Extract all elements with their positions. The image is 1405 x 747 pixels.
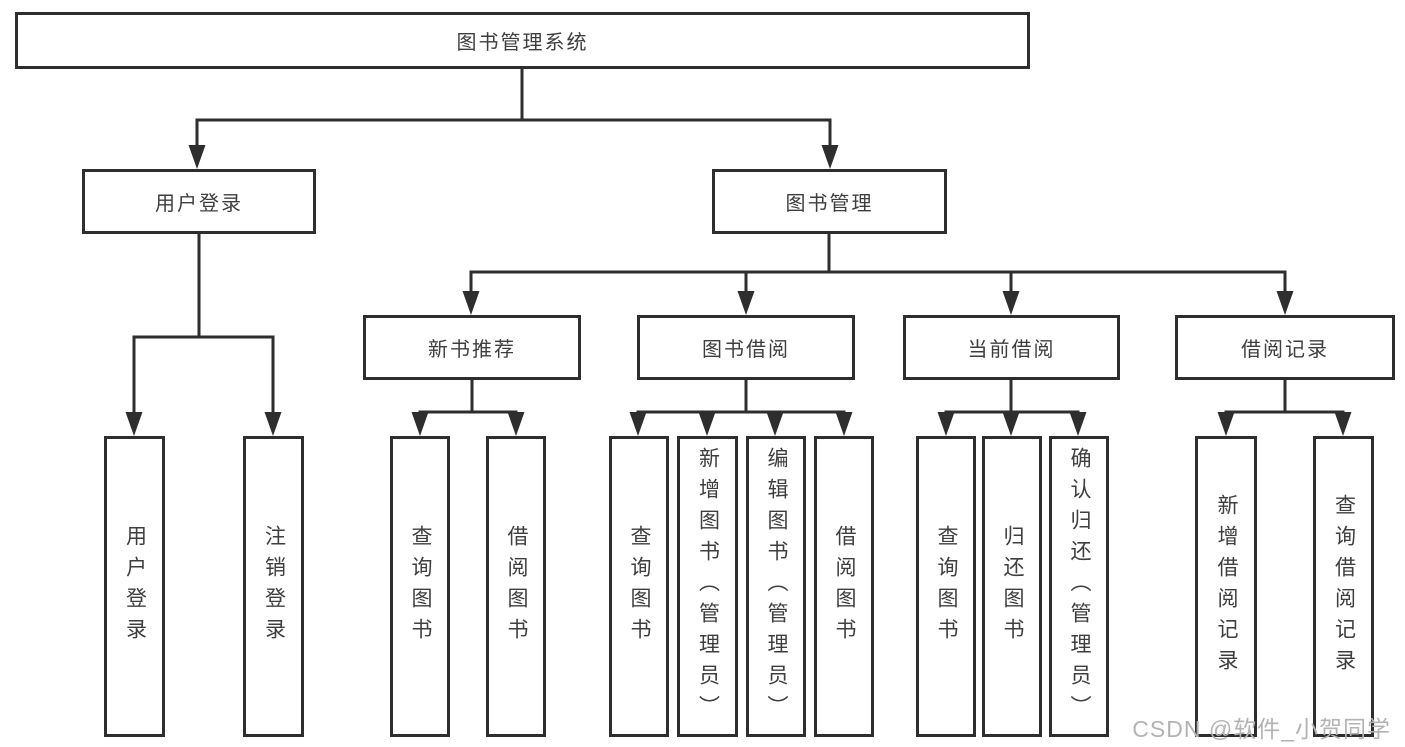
leaf-current-confirm-return-admin: 确认归还（管理员） — [1049, 436, 1109, 737]
leaf-label: 新增借阅记录 — [1215, 493, 1239, 680]
arrowhead-icon — [835, 412, 853, 436]
leaf-label: 新增图书（管理员） — [696, 447, 720, 726]
leaf-label: 编辑图书（管理员） — [765, 447, 789, 726]
leaf-recommend-borrow-book: 借阅图书 — [486, 436, 546, 737]
arrowhead-icon — [1334, 412, 1352, 436]
arrowhead-icon — [411, 412, 429, 436]
node-book-borrowing: 图书借阅 — [637, 315, 855, 380]
arrowhead-icon — [1217, 412, 1235, 436]
leaf-logout: 注销登录 — [243, 436, 304, 737]
arrowhead-icon — [937, 412, 955, 436]
leaf-borrow-query-book: 查询图书 — [609, 436, 669, 737]
leaf-recommend-query-book: 查询图书 — [390, 436, 450, 737]
node-label: 当前借阅 — [967, 339, 1056, 361]
arrowhead-icon — [766, 412, 784, 436]
node-label: 图书管理 — [785, 193, 874, 215]
node-new-book-recommendation: 新书推荐 — [363, 315, 581, 380]
leaf-label: 确认归还（管理员） — [1068, 447, 1092, 726]
arrowhead-icon — [125, 412, 143, 436]
leaf-borrow-borrow-book: 借阅图书 — [814, 436, 874, 737]
node-book-management: 图书管理 — [712, 169, 947, 234]
csdn-watermark: CSDN @软件_小贺同学 — [1132, 716, 1391, 742]
arrowhead-icon — [462, 291, 480, 315]
leaf-borrow-add-book-admin: 新增图书（管理员） — [677, 436, 738, 737]
leaf-label: 借阅图书 — [833, 524, 857, 649]
arrowhead-icon — [821, 145, 839, 169]
node-label: 用户登录 — [155, 193, 243, 215]
leaf-current-query-book: 查询图书 — [916, 436, 976, 737]
leaf-label: 借阅图书 — [505, 524, 529, 649]
node-user-login: 用户登录 — [82, 169, 316, 234]
leaf-user-login: 用户登录 — [104, 436, 165, 737]
leaf-records-query-record: 查询借阅记录 — [1313, 436, 1374, 737]
arrowhead-icon — [507, 412, 525, 436]
leaf-label: 查询图书 — [935, 524, 959, 649]
node-label: 图书管理系统 — [456, 32, 589, 54]
arrowhead-icon — [1002, 291, 1020, 315]
node-current-borrowing: 当前借阅 — [903, 315, 1120, 380]
leaf-borrow-edit-book-admin: 编辑图书（管理员） — [746, 436, 806, 737]
leaf-label: 查询图书 — [409, 524, 433, 649]
leaf-records-add-record: 新增借阅记录 — [1195, 436, 1257, 737]
leaf-current-return-book: 归还图书 — [982, 436, 1042, 737]
node-label: 图书借阅 — [702, 339, 790, 361]
arrowhead-icon — [264, 412, 282, 436]
node-library-management-system: 图书管理系统 — [15, 12, 1030, 69]
arrowhead-icon — [1002, 412, 1020, 436]
node-label: 新书推荐 — [428, 339, 516, 361]
leaf-label: 注销登录 — [262, 524, 286, 649]
leaf-label: 查询借阅记录 — [1332, 493, 1356, 680]
node-label: 借阅记录 — [1241, 339, 1329, 361]
arrowhead-icon — [1069, 412, 1087, 436]
arrowhead-icon — [629, 412, 647, 436]
arrowhead-icon — [698, 412, 716, 436]
arrowhead-icon — [1276, 291, 1294, 315]
leaf-label: 归还图书 — [1001, 524, 1025, 649]
arrowhead-icon — [188, 145, 206, 169]
leaf-label: 用户登录 — [123, 524, 147, 649]
arrowhead-icon — [737, 291, 755, 315]
leaf-label: 查询图书 — [628, 524, 652, 649]
node-borrowing-records: 借阅记录 — [1175, 315, 1395, 380]
